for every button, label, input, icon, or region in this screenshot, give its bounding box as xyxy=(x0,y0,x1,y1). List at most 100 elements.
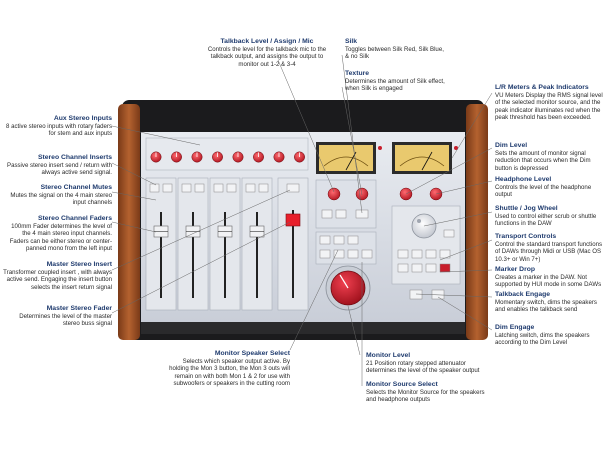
annotation-talkback-desc: Controls the level for the talkback mic … xyxy=(207,46,327,68)
annotation-dim-desc: Sets the amount of monitor signal reduct… xyxy=(495,150,591,172)
leader-lines xyxy=(111,54,493,386)
master-insert-button[interactable] xyxy=(286,183,300,193)
wood-side-right xyxy=(466,104,488,340)
annotation-texture-desc: Determines the amount of Silk effect, wh… xyxy=(345,78,445,93)
annotation-texture-title: Texture xyxy=(345,70,370,77)
annotation-tb-engage-title: Talkback Engage xyxy=(495,291,551,298)
annotation-master-insert-title: Master Stereo Insert xyxy=(46,261,112,268)
annotation-aux-desc: 8 active stereo inputs with rotary fader… xyxy=(5,123,112,138)
annotation-aux: Aux Stereo Inputs 8 active stereo inputs… xyxy=(2,115,112,138)
annotation-faders-title: Stereo Channel Faders xyxy=(37,215,112,222)
annotation-monitor-level-title: Monitor Level xyxy=(366,352,411,359)
annotation-shuttle-desc: Used to control either scrub or shuttle … xyxy=(495,213,597,228)
transport-button-2[interactable] xyxy=(411,249,423,259)
transport-button-5[interactable] xyxy=(397,263,409,273)
mon-2-button[interactable] xyxy=(333,235,345,245)
peak-indicator-left xyxy=(378,146,382,150)
annotation-marker-title: Marker Drop xyxy=(495,266,536,273)
annotation-vu-title: L/R Meters & Peak Indicators xyxy=(495,84,589,91)
annotation-transport-title: Transport Controls xyxy=(495,233,557,240)
annotation-silk: Silk Toggles between Silk Red, Silk Blue… xyxy=(345,38,445,61)
master-fader-cap[interactable] xyxy=(285,213,301,227)
annotation-silk-title: Silk xyxy=(345,38,358,45)
channel-mute-button-3[interactable] xyxy=(226,183,237,193)
vu-meter-right xyxy=(392,142,452,174)
annotation-vu: L/R Meters & Peak Indicators VU Meters D… xyxy=(495,84,607,121)
jog-mode-button[interactable] xyxy=(443,229,455,238)
annotation-tb-engage: Talkback Engage Momentary switch, dims t… xyxy=(495,291,607,314)
annotation-tb-engage-desc: Momentary switch, dims the speakers and … xyxy=(495,299,597,314)
monitor-select-section xyxy=(315,231,377,265)
annotation-master-insert: Master Stereo Insert Transformer coupled… xyxy=(2,261,112,291)
annotation-texture: Texture Determines the amount of Silk ef… xyxy=(345,70,455,93)
annotation-transport: Transport Controls Control the standard … xyxy=(495,233,607,263)
annotation-shuttle-title: Shuttle / Jog Wheel xyxy=(495,205,558,212)
annotation-dim-engage: Dim Engage Latching switch, dims the spe… xyxy=(495,324,605,347)
annotation-talkback-title: Talkback Level / Assign / Mic xyxy=(220,38,314,45)
talkback-assign-button-2[interactable] xyxy=(335,209,347,219)
source-mix-button[interactable] xyxy=(319,249,331,259)
annotation-marker: Marker Drop Creates a marker in the DAW.… xyxy=(495,266,607,289)
master-strip xyxy=(277,177,309,311)
channel-insert-button-4[interactable] xyxy=(245,183,256,193)
console-bottom-lip xyxy=(141,322,465,334)
talkback-silk-section xyxy=(315,179,377,229)
annotation-transport-desc: Control the standard transport functions… xyxy=(495,241,603,263)
annotation-dim-engage-title: Dim Engage xyxy=(495,324,535,331)
annotation-mutes: Stereo Channel Mutes Mutes the signal on… xyxy=(2,184,112,207)
annotation-talkback: Talkback Level / Assign / Mic Controls t… xyxy=(202,38,332,68)
annotation-marker-desc: Creates a marker in the DAW. Not support… xyxy=(495,274,602,289)
annotation-monitor-source-desc: Selects the Monitor Source for the speak… xyxy=(366,389,485,404)
source-aux1-button[interactable] xyxy=(347,249,359,259)
vu-meter-left xyxy=(316,142,376,174)
channel-insert-button-3[interactable] xyxy=(213,183,224,193)
annotation-silk-desc: Toggles between Silk Red, Silk Blue, & n… xyxy=(345,46,444,61)
channel-strips xyxy=(145,177,273,311)
source-aux2-button[interactable] xyxy=(361,249,373,259)
mon-3-button[interactable] xyxy=(347,235,359,245)
source-daw-button[interactable] xyxy=(333,249,345,259)
mon-1-button[interactable] xyxy=(319,235,331,245)
annotation-headphone: Headphone Level Controls the level of th… xyxy=(495,176,605,199)
annotation-master-fader: Master Stereo Fader Determines the level… xyxy=(2,305,112,328)
transport-button-3[interactable] xyxy=(425,249,437,259)
channel-fader-track-1 xyxy=(160,212,162,298)
peak-indicator-right xyxy=(454,146,458,150)
annotation-shuttle: Shuttle / Jog Wheel Used to control eith… xyxy=(495,205,605,228)
annotation-inserts-title: Stereo Channel Inserts xyxy=(37,154,112,161)
channel-insert-button-1[interactable] xyxy=(149,183,160,193)
daw-control-section xyxy=(391,205,461,285)
annotation-monitor-source-title: Monitor Source Select xyxy=(366,381,438,388)
transport-button-8[interactable] xyxy=(439,263,451,273)
annotation-mutes-desc: Mutes the signal on the 4 main stereo in… xyxy=(10,192,112,207)
transport-button-7[interactable] xyxy=(425,263,437,273)
silk-button[interactable] xyxy=(355,209,369,219)
annotation-aux-title: Aux Stereo Inputs xyxy=(53,115,112,122)
annotation-dim-title: Dim Level xyxy=(495,142,528,149)
annotation-speaker-select: Monitor Speaker Select Selects which spe… xyxy=(168,350,290,387)
annotation-master-insert-desc: Transformer coupled insert , with always… xyxy=(3,269,112,291)
annotation-master-fader-desc: Determines the level of the master stere… xyxy=(19,313,112,328)
annotation-monitor-level: Monitor Level 21 Position rotary stepped… xyxy=(366,352,494,375)
annotation-speaker-select-title: Monitor Speaker Select xyxy=(214,350,290,357)
channel-mute-button-1[interactable] xyxy=(162,183,173,193)
annotation-faders: Stereo Channel Faders 100mm Fader determ… xyxy=(2,215,112,252)
annotation-monitor-level-desc: 21 Position rotary stepped attenuator de… xyxy=(366,360,480,375)
annotation-dim-engage-desc: Latching switch, dims the speakers accor… xyxy=(495,332,590,347)
aux-knob-row xyxy=(145,137,309,171)
channel-fader-track-4 xyxy=(256,212,258,298)
talkback-engage-button[interactable] xyxy=(409,289,423,300)
annotation-inserts-desc: Passive stereo insert send / return with… xyxy=(7,162,112,177)
annotation-mutes-title: Stereo Channel Mutes xyxy=(40,184,112,191)
transport-button-1[interactable] xyxy=(397,249,409,259)
annotation-headphone-title: Headphone Level xyxy=(495,176,552,183)
talkback-assign-button-1[interactable] xyxy=(321,209,333,219)
master-fader-track xyxy=(292,210,294,298)
channel-mute-button-4[interactable] xyxy=(258,183,269,193)
transport-button-6[interactable] xyxy=(411,263,423,273)
channel-mute-button-2[interactable] xyxy=(194,183,205,193)
talkback-level-knob[interactable] xyxy=(327,187,341,201)
channel-insert-button-2[interactable] xyxy=(181,183,192,193)
annotation-monitor-source: Monitor Source Select Selects the Monito… xyxy=(366,381,494,404)
